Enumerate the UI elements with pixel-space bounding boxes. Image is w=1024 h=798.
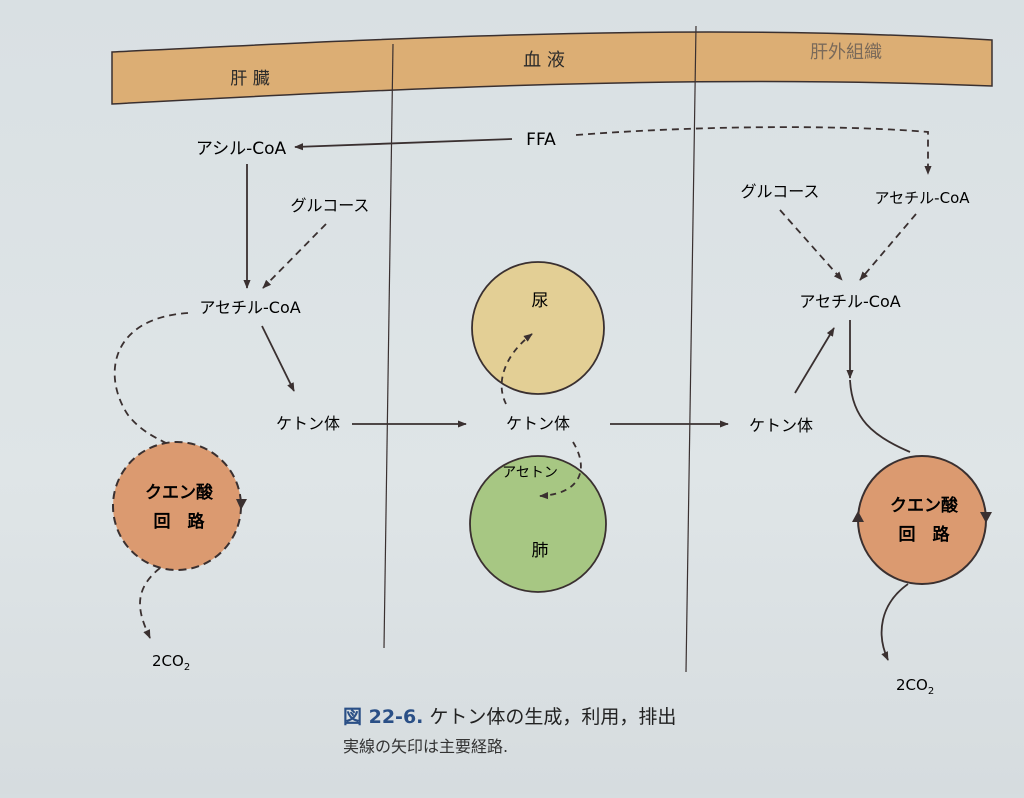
tissue-tca-label-1: クエン酸	[890, 495, 959, 516]
header-extrahepatic: 肝外組織	[810, 42, 882, 63]
blood-ketone: ケトン体	[506, 414, 570, 433]
arrow-ketone-to-urine	[500, 333, 533, 405]
caption-title: ケトン体の生成，利用，排出	[429, 706, 677, 728]
caption-note: 実線の矢印は主要経路.	[343, 737, 509, 756]
tissue-ketone: ケトン体	[749, 416, 813, 435]
arrow-glucose-to-acetyl-liver	[262, 223, 327, 289]
arrow-acetyl-to-ketone-liver	[261, 325, 295, 392]
tissue-co2: 2CO2	[896, 676, 934, 697]
caption-title-line: 図 22-6.ケトン体の生成，利用，排出	[343, 702, 676, 729]
liver-acyl-coa: アシル-CoA	[196, 139, 287, 159]
arrow-acetyl-to-tca-tissue	[849, 379, 911, 453]
header-band	[111, 31, 993, 105]
arrow-acetyl-to-tca-liver	[113, 312, 189, 445]
blood-ffa: FFA	[526, 130, 556, 150]
liver-tca-label-2: 回 路	[154, 511, 206, 532]
tissue-tca-cycle	[857, 455, 987, 585]
header-blood: 血 液	[523, 50, 565, 71]
tissue-acetyl-coa: アセチル-CoA	[799, 292, 900, 311]
tissue-acetyl-coa-top: アセチル-CoA	[874, 189, 970, 207]
acetone-label: アセトン	[502, 465, 558, 481]
arrow-ketone-to-acetyl-tissue	[794, 327, 835, 394]
tca-cycle-arrowhead-tissue-left	[852, 511, 864, 522]
liver-glucose: グルコース	[291, 196, 370, 215]
tissue-glucose: グルコース	[741, 182, 820, 201]
column-divider-1	[383, 43, 394, 649]
arrow-ketone-to-lung	[539, 441, 582, 500]
lung-circle	[469, 455, 607, 593]
arrow-tca-to-co2-tissue	[880, 583, 909, 661]
figure-caption: 図 22-6.ケトン体の生成，利用，排出 実線の矢印は主要経路.	[343, 702, 676, 757]
liver-acetyl-coa: アセチル-CoA	[199, 298, 300, 317]
urine-label: 尿	[532, 291, 549, 311]
column-divider-2	[685, 25, 697, 673]
figure-number: 図 22-6.	[343, 706, 424, 728]
tca-cycle-arrowhead-tissue-right	[980, 512, 992, 523]
liver-co2: 2CO2	[152, 652, 190, 673]
arrow-acetyl-top-to-acetyl-tissue	[859, 213, 917, 281]
liver-tca-label-1: クエン酸	[145, 482, 214, 503]
liver-tca-cycle	[112, 441, 242, 571]
tca-cycle-arrowhead-liver	[236, 499, 247, 510]
arrow-glucose-to-acetyl-tissue	[779, 209, 843, 281]
header-liver: 肝 臓	[230, 69, 269, 89]
tissue-tca-label-2: 回 路	[899, 524, 951, 545]
arrow-ffa-to-acetyl-extrahepatic	[575, 126, 932, 175]
arrow-ffa-to-acyl	[294, 138, 513, 151]
arrow-tca-to-co2-liver	[139, 567, 161, 639]
liver-ketone: ケトン体	[276, 414, 340, 433]
urine-circle	[471, 261, 605, 395]
lung-label: 肺	[532, 541, 549, 561]
